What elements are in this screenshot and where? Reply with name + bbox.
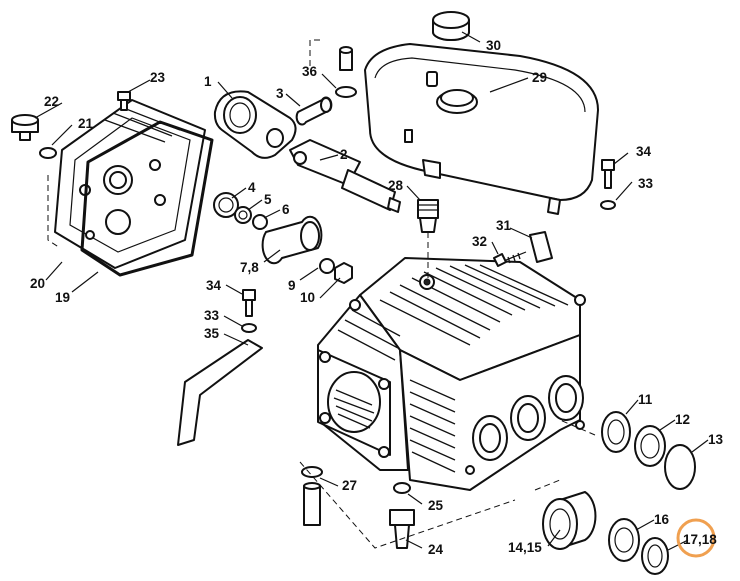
drain-plug bbox=[11, 114, 39, 141]
callout-36: 36 bbox=[302, 64, 318, 79]
gasket bbox=[80, 120, 214, 277]
callout-2: 2 bbox=[340, 147, 348, 162]
dash-cover bbox=[47, 175, 61, 249]
fitting-24 bbox=[389, 509, 415, 549]
callout-22: 22 bbox=[44, 94, 59, 109]
crankcase bbox=[317, 257, 586, 491]
callout-16: 16 bbox=[654, 512, 670, 527]
plunger bbox=[289, 139, 401, 213]
callout-27: 27 bbox=[342, 478, 357, 493]
callout-4: 4 bbox=[248, 180, 256, 195]
callout-28: 28 bbox=[388, 178, 404, 193]
valve-14-15 bbox=[542, 491, 597, 550]
callout-23: 23 bbox=[150, 70, 166, 85]
clamp-36 bbox=[335, 86, 357, 98]
leader-lines bbox=[34, 31, 709, 551]
hose-27 bbox=[303, 482, 321, 526]
tank-cap bbox=[432, 11, 470, 41]
callout-30: 30 bbox=[486, 38, 501, 53]
seal-5 bbox=[234, 206, 252, 224]
clamp-27 bbox=[301, 466, 323, 478]
screw-34-right bbox=[601, 159, 615, 189]
bracket-31 bbox=[529, 231, 553, 263]
callout-29: 29 bbox=[532, 70, 547, 85]
callout-33-right: 33 bbox=[638, 176, 654, 191]
callout-21: 21 bbox=[78, 116, 94, 131]
callout-32: 32 bbox=[472, 234, 487, 249]
dash-valves bbox=[534, 419, 596, 491]
callout-5: 5 bbox=[264, 192, 272, 207]
connecting-rod bbox=[213, 90, 297, 159]
highlight-circle bbox=[676, 518, 716, 558]
callout-34-left: 34 bbox=[206, 278, 222, 293]
callout-35: 35 bbox=[204, 326, 220, 341]
ring-17-18 bbox=[641, 537, 669, 575]
dash-36 bbox=[309, 39, 320, 70]
seal-12 bbox=[634, 425, 666, 467]
callout-20: 20 bbox=[30, 276, 45, 291]
callout-19: 19 bbox=[55, 290, 70, 305]
callout-10: 10 bbox=[300, 290, 315, 305]
seal-25 bbox=[393, 482, 411, 494]
oil-tank bbox=[364, 43, 599, 215]
wrist-pin bbox=[295, 96, 333, 126]
callout-25: 25 bbox=[428, 498, 444, 513]
fitting-28 bbox=[417, 199, 439, 233]
screw-small bbox=[117, 91, 131, 111]
callout-9: 9 bbox=[288, 278, 296, 293]
callout-33-left: 33 bbox=[204, 308, 220, 323]
o-ring-small bbox=[39, 147, 57, 159]
washer-33-left bbox=[241, 323, 257, 333]
o-ring-13 bbox=[664, 444, 696, 490]
washer-33-right bbox=[600, 200, 616, 210]
stud-36 bbox=[339, 46, 353, 71]
seal-6 bbox=[252, 214, 268, 230]
callout-12: 12 bbox=[675, 412, 690, 427]
callout-24: 24 bbox=[428, 542, 444, 557]
callout-1: 1 bbox=[204, 74, 212, 89]
callout-34-right: 34 bbox=[636, 144, 652, 159]
dash-24 bbox=[299, 461, 516, 549]
callout-3: 3 bbox=[276, 86, 284, 101]
bracket-35 bbox=[177, 339, 263, 446]
callout-11: 11 bbox=[638, 392, 653, 407]
callout-7-8: 7,8 bbox=[240, 260, 259, 275]
callout-14-15: 14,15 bbox=[508, 540, 542, 555]
washer-9 bbox=[319, 258, 335, 274]
callout-6: 6 bbox=[282, 202, 290, 217]
callout-17-18: 17,18 bbox=[683, 532, 717, 547]
seal-4 bbox=[213, 192, 239, 218]
screw-34-left bbox=[242, 289, 256, 317]
callout-labels: 1 2 3 4 5 6 7,8 9 10 11 12 13 14,15 16 1… bbox=[30, 38, 724, 557]
seal-16 bbox=[608, 518, 640, 562]
screw-32 bbox=[493, 251, 527, 267]
seal-11 bbox=[601, 411, 631, 453]
callout-13: 13 bbox=[708, 432, 724, 447]
callout-31: 31 bbox=[496, 218, 512, 233]
